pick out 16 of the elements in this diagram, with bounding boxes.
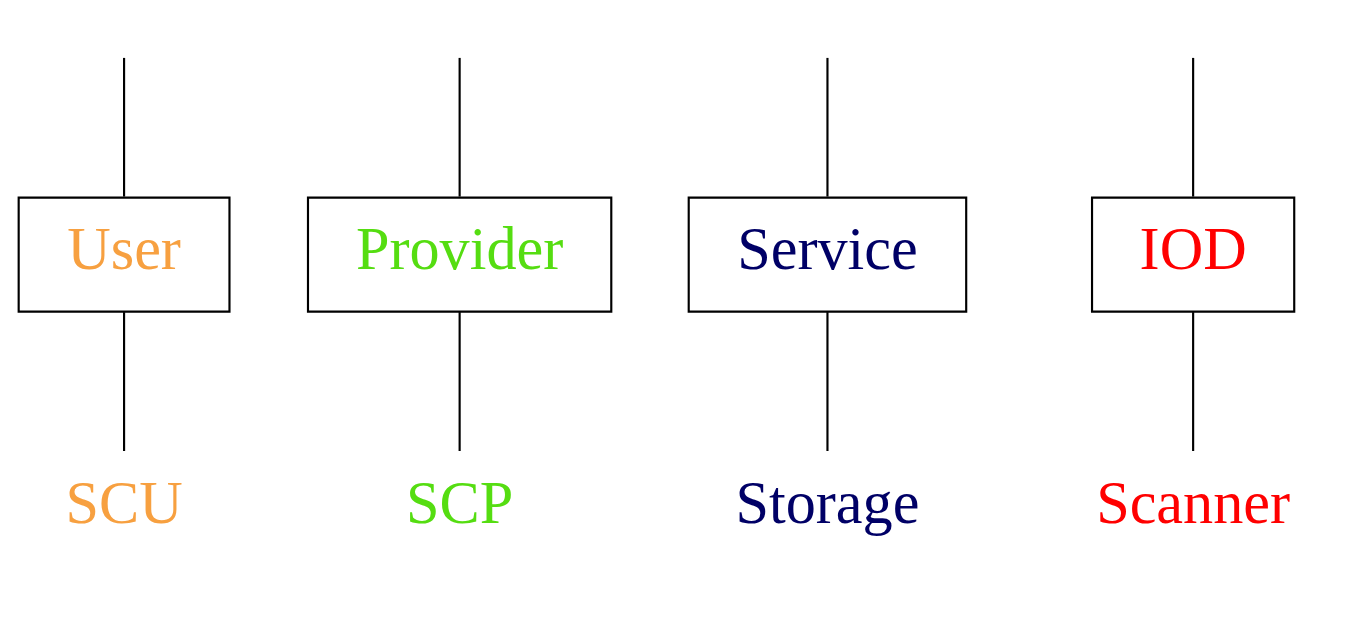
node-text: Storage: [735, 469, 920, 537]
connector: [1192, 57, 1195, 197]
connector: [458, 57, 461, 197]
connector: [826, 57, 829, 197]
connector: [123, 57, 126, 197]
connector: [123, 312, 126, 452]
connector: [1192, 312, 1195, 452]
node-box: Service: [687, 196, 968, 313]
node-box: Provider: [306, 196, 613, 313]
node-box: User: [17, 196, 231, 313]
node-text: SCP: [406, 469, 514, 537]
connector: [458, 312, 461, 452]
node-text: SCU: [65, 469, 183, 537]
node-box: IOD: [1090, 196, 1296, 313]
connector: [826, 312, 829, 452]
node-text: Scanner: [1096, 469, 1291, 537]
